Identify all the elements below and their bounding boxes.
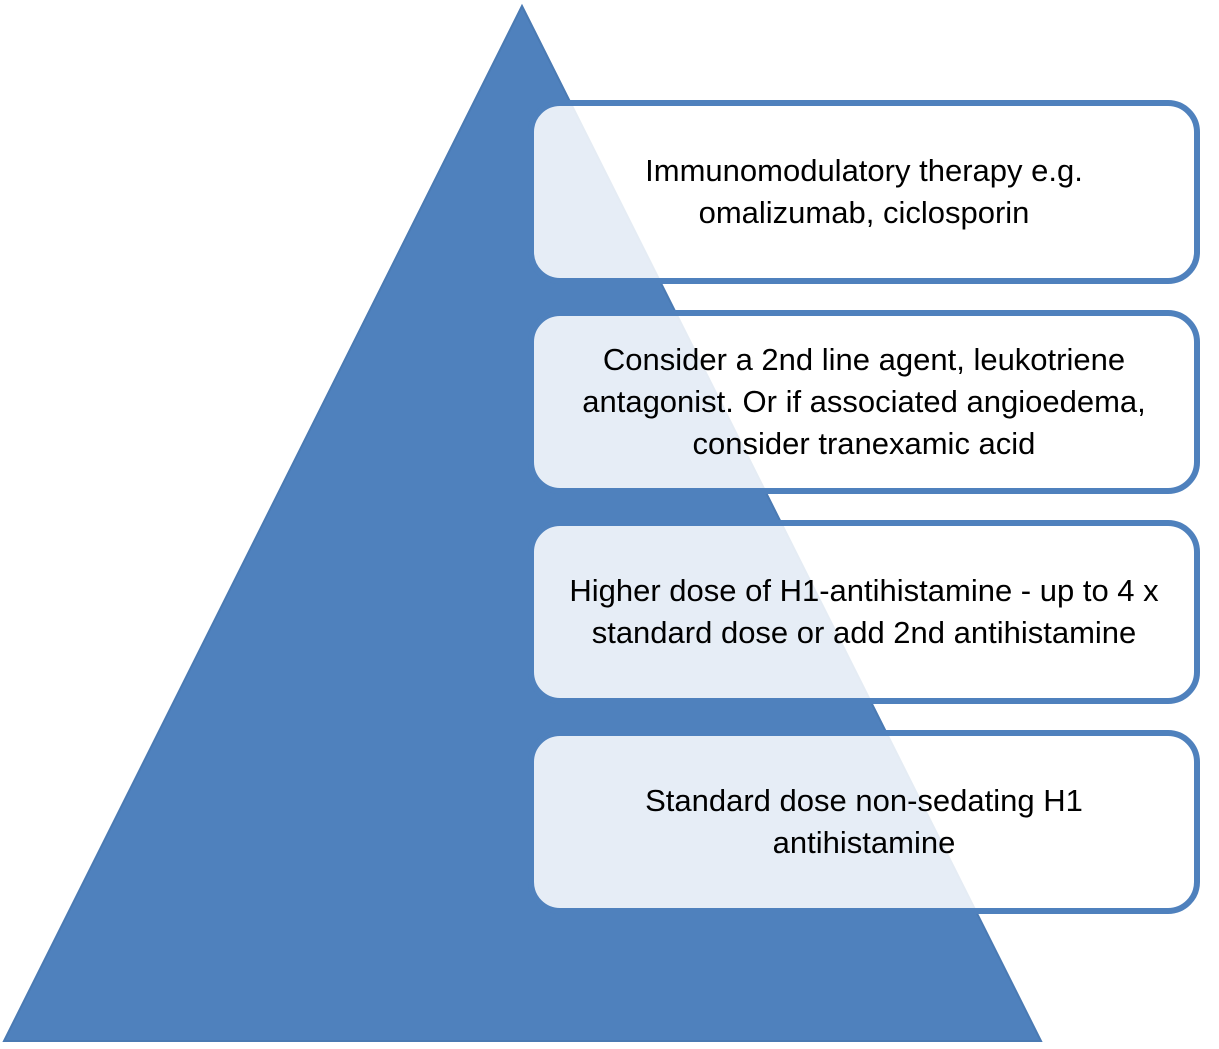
tier-box-second-line-agent: Consider a 2nd line agent, leukotriene a… [528,310,1200,494]
tier-label-second-line-agent: Consider a 2nd line agent, leukotriene a… [582,342,1146,461]
tier-box-standard-dose: Standard dose non-sedating H1 antihistam… [528,730,1200,914]
tier-label-higher-dose: Higher dose of H1-antihistamine - up to … [569,573,1159,650]
tier-box-higher-dose: Higher dose of H1-antihistamine - up to … [528,520,1200,704]
tier-label-standard-dose: Standard dose non-sedating H1 antihistam… [645,783,1083,860]
tier-box-immunomodulatory: Immunomodulatory therapy e.g. omalizumab… [528,100,1200,284]
tier-label-immunomodulatory: Immunomodulatory therapy e.g. omalizumab… [645,153,1083,230]
